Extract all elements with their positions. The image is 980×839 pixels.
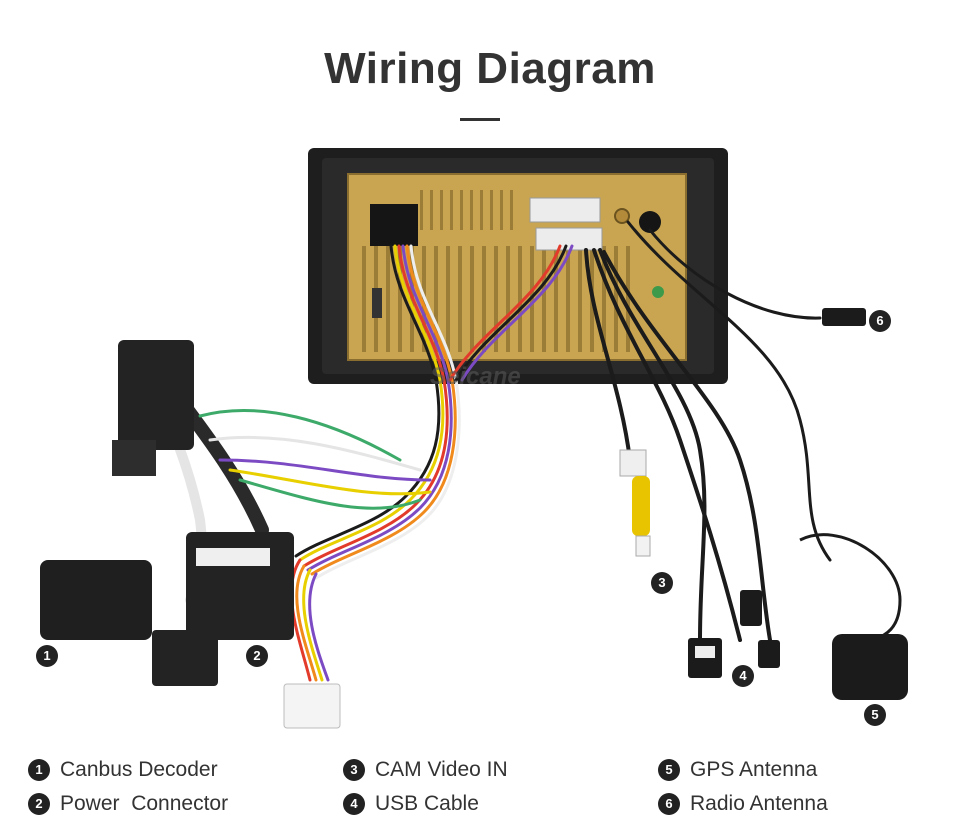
callout-6: 6 — [869, 310, 891, 332]
legend-label: USB Cable — [375, 792, 479, 815]
legend-item-gps-antenna: 5 GPS Antenna — [658, 757, 817, 783]
legend-item-cam-video-in: 3 CAM Video IN — [343, 757, 508, 783]
legend-badge: 6 — [658, 793, 680, 815]
legend-item-usb-cable: 4 USB Cable — [343, 791, 479, 817]
radio-antenna-plug — [822, 308, 866, 326]
legend-item-power-connector: 2 Power Connector — [28, 791, 228, 817]
legend-label: Radio Antenna — [690, 792, 828, 815]
head-unit — [308, 148, 728, 384]
legend: 1 Canbus Decoder 2 Power Connector 3 CAM… — [0, 757, 980, 827]
callout-3: 3 — [651, 572, 673, 594]
legend-item-radio-antenna: 6 Radio Antenna — [658, 791, 828, 817]
callout-5: 5 — [864, 704, 886, 726]
legend-badge: 4 — [343, 793, 365, 815]
callout-4: 4 — [732, 665, 754, 687]
legend-badge: 1 — [28, 759, 50, 781]
legend-item-canbus-decoder: 1 Canbus Decoder — [28, 757, 218, 783]
legend-label: CAM Video IN — [375, 758, 508, 781]
watermark-text: Seicane — [430, 363, 521, 390]
title-divider — [460, 118, 500, 121]
power-connector — [152, 532, 341, 729]
legend-label: GPS Antenna — [690, 758, 818, 781]
cam-video-rca — [619, 449, 651, 557]
usb-connectors — [688, 590, 780, 678]
canbus-decoder — [40, 340, 194, 640]
callout-2: 2 — [246, 645, 268, 667]
callout-1: 1 — [36, 645, 58, 667]
legend-badge: 5 — [658, 759, 680, 781]
legend-label: Power Connector — [60, 792, 229, 815]
legend-badge: 3 — [343, 759, 365, 781]
gps-antenna — [799, 533, 908, 700]
legend-badge: 2 — [28, 793, 50, 815]
page-title: Wiring Diagram — [324, 44, 656, 93]
legend-label: Canbus Decoder — [60, 758, 218, 781]
